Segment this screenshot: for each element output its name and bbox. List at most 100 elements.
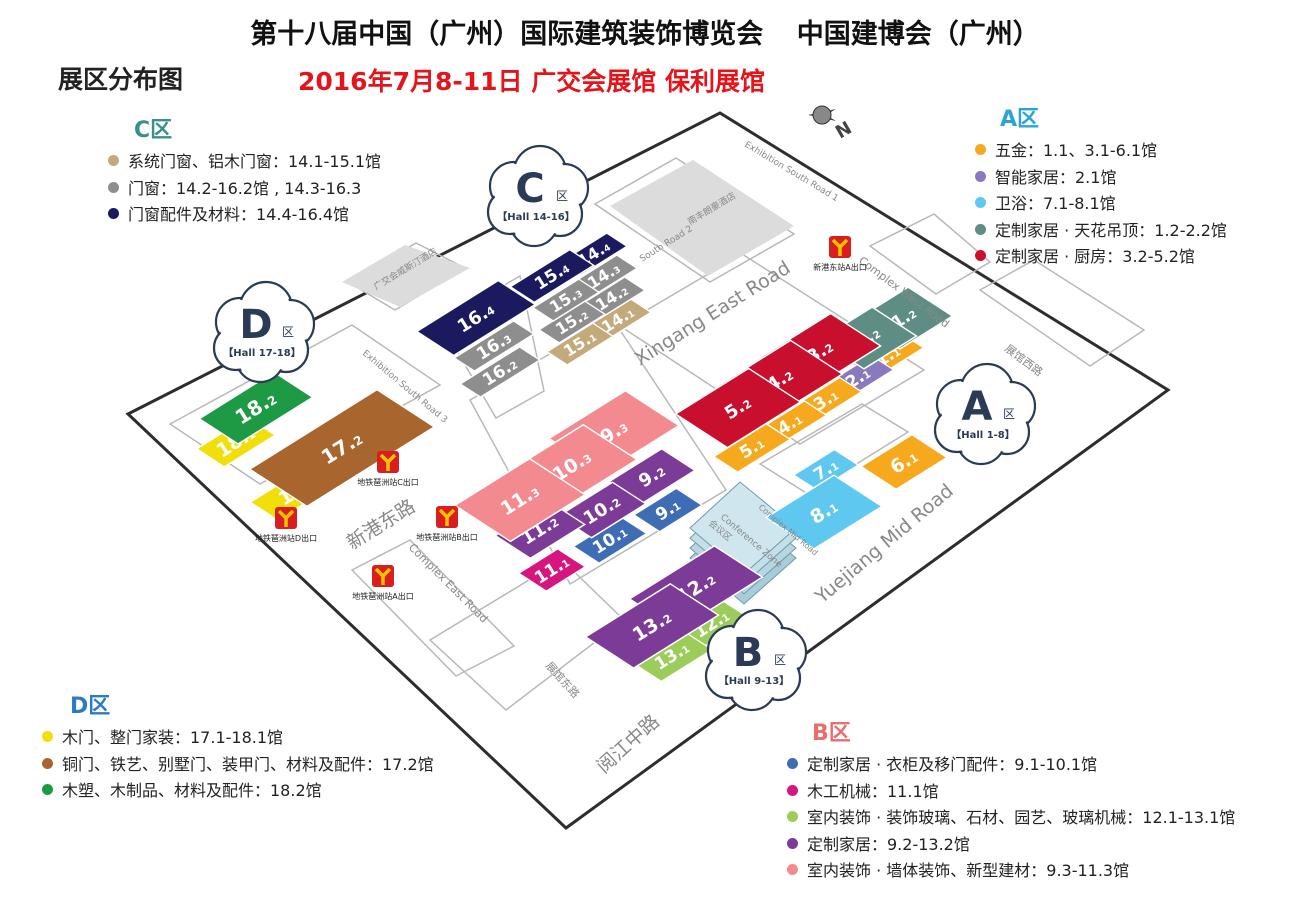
hall-block	[248, 388, 436, 508]
legend-label: 木塑、木制品、材料及配件：18.2馆	[62, 781, 322, 800]
compass: N	[808, 105, 856, 143]
legend-item: 系统门窗、铝木门窗：14.1-15.1馆	[108, 149, 381, 176]
legend-swatch	[787, 758, 798, 769]
legend-swatch	[975, 223, 986, 235]
legend-swatch	[975, 250, 986, 261]
legend-swatch	[787, 784, 798, 796]
legend-swatch	[108, 155, 119, 166]
legend-item: 门窗配件及材料：14.4-16.4馆	[108, 202, 381, 229]
legend-item: 五金：1.1、3.1-6.1馆	[975, 138, 1227, 165]
hall-11-3[interactable]: 11.3	[453, 457, 587, 543]
hall-16-4[interactable]: 16.4	[415, 279, 537, 357]
legend-label: 智能家居：2.1馆	[995, 167, 1117, 187]
legend-item: 木塑、木制品、材料及配件：18.2馆	[42, 778, 434, 805]
hall-block	[508, 248, 596, 304]
intl-hotel-block	[342, 245, 470, 307]
legend-swatch	[108, 181, 119, 193]
legend-item: 定制家居 · 衣柜及移门配件：9.1-10.1馆	[787, 752, 1235, 779]
map-subtitle: 展区分布图	[58, 65, 184, 94]
hall-block	[415, 279, 537, 357]
metro-exit-4: 地铁琶洲站D出口	[255, 507, 317, 543]
metro-exit-label: 地铁琶洲站C出口	[357, 477, 419, 487]
hall-13-2[interactable]: 13.2	[584, 583, 720, 669]
legend-label: 卫浴：7.1-8.1馆	[995, 194, 1116, 213]
hall-15-1[interactable]: 15.1	[545, 322, 615, 366]
hall-8-1[interactable]: 8.1	[764, 474, 884, 550]
legend-label: 系统门窗、铝木门窗：14.1-15.1馆	[128, 152, 382, 171]
legend-swatch	[42, 784, 53, 795]
zone-suffix: 区	[282, 325, 294, 339]
legend-item: 木工机械：11.1馆	[787, 779, 1235, 806]
zone-hall-range: 【Hall 14-16】	[497, 210, 574, 223]
legend-item: 室内装饰 · 墙体装饰、新型建材：9.3-11.3馆	[787, 858, 1235, 885]
hall-block	[545, 322, 615, 366]
title-expo-name: 第十八届中国（广州）国际建筑装饰博览会	[250, 19, 764, 50]
legend-item: 室内装饰 · 装饰玻璃、石材、园艺、玻璃机械：12.1-13.1馆	[787, 805, 1235, 832]
hall-block	[859, 433, 949, 491]
legend-title-c: C区	[134, 118, 173, 143]
legend-swatch	[787, 811, 798, 822]
zone-letter: D	[239, 302, 272, 348]
zone-letter: A	[962, 384, 993, 430]
legend-swatch	[787, 837, 798, 849]
legend-swatch	[975, 170, 986, 182]
legend-swatch	[108, 208, 119, 219]
zone-letter: C	[515, 166, 544, 212]
legend-swatch	[787, 864, 798, 875]
metro-exit-label: 地铁琶洲站D出口	[255, 533, 317, 543]
metro-exit-1: 新港东站A出口	[813, 236, 867, 272]
metro-exit-label: 新港东站A出口	[813, 262, 866, 272]
legend-zone-b: B区 定制家居 · 衣柜及移门配件：9.1-10.1馆木工机械：11.1馆室内装…	[787, 715, 1235, 885]
legend-label: 门窗配件及材料：14.4-16.4馆	[128, 205, 350, 224]
legend-item: 门窗：14.2-16.2馆 , 14.3-16.3	[108, 176, 381, 203]
legend-item: 智能家居：2.1馆	[975, 165, 1227, 192]
title-expo-short: 中国建博会（广州）	[796, 19, 1040, 50]
hall-9-1[interactable]: 9.1	[632, 487, 704, 533]
hall-block	[458, 345, 542, 399]
legend-label: 定制家居 · 天花吊顶：1.2-2.2馆	[995, 220, 1227, 240]
hall-block	[674, 367, 802, 449]
hall-block	[584, 583, 720, 669]
hall-block	[453, 457, 587, 543]
legend-label: 定制家居 · 厨房：3.2-5.2馆	[995, 247, 1195, 266]
metro-exit-label: 地铁琶洲站B出口	[416, 532, 478, 542]
hall-18-2[interactable]: 18.2	[197, 371, 315, 445]
legend-b-list: 定制家居 · 衣柜及移门配件：9.1-10.1馆木工机械：11.1馆室内装饰 ·…	[787, 752, 1235, 885]
legend-label: 定制家居：9.2-13.2馆	[807, 834, 970, 854]
legend-zone-c: C区 系统门窗、铝木门窗：14.1-15.1馆门窗：14.2-16.2馆 , 1…	[108, 112, 381, 229]
halls-layer: 1.11.22.12.23.13.24.14.25.15.26.17.18.19…	[195, 232, 954, 683]
metro-exit-2: 地铁琶洲站C出口	[357, 451, 419, 487]
zone-suffix: 区	[774, 653, 786, 667]
metro-exit-label: 地铁琶洲站A出口	[352, 591, 413, 601]
zone-hall-range: 【Hall 17-18】	[223, 346, 300, 359]
hall-block	[452, 319, 536, 373]
legend-title-d: D区	[70, 694, 111, 719]
hotel-block	[610, 160, 794, 276]
metro-exit-3: 地铁琶洲站B出口	[416, 506, 478, 542]
legend-zone-a: A区 五金：1.1、3.1-6.1馆智能家居：2.1馆卫浴：7.1-8.1馆定制…	[975, 101, 1227, 271]
hall-6-1[interactable]: 6.1	[859, 433, 949, 491]
legend-swatch	[42, 731, 53, 742]
zone-hall-range: 【Hall 9-13】	[719, 674, 789, 687]
legend-d-list: 木门、整门家装：17.1-18.1馆铜门、铁艺、别墅门、装甲门、材料及配件：17…	[42, 725, 434, 805]
legend-zone-d: D区 木门、整门家装：17.1-18.1馆铜门、铁艺、别墅门、装甲门、材料及配件…	[42, 688, 434, 805]
event-dates: 2016年7月8-11日 广交会展馆 保利展馆	[298, 67, 765, 96]
legend-label: 室内装饰 · 墙体装饰、新型建材：9.3-11.3馆	[807, 861, 1130, 880]
hall-5-1[interactable]: 5.1	[712, 422, 792, 474]
legend-a-list: 五金：1.1、3.1-6.1馆智能家居：2.1馆卫浴：7.1-8.1馆定制家居 …	[975, 138, 1227, 271]
hall-11-1[interactable]: 11.1	[517, 547, 587, 593]
legend-item: 卫浴：7.1-8.1馆	[975, 191, 1227, 218]
conference-zone: Conference Zone 会议区	[689, 481, 797, 605]
page-title: 第十八届中国（广州）国际建筑装饰博览会 中国建博会（广州）	[0, 12, 1290, 51]
hall-block	[632, 487, 704, 533]
hall-17-2[interactable]: 17.2	[248, 388, 436, 508]
hall-5-2[interactable]: 5.2	[674, 367, 802, 449]
legend-label: 室内装饰 · 装饰玻璃、石材、园艺、玻璃机械：12.1-13.1馆	[807, 808, 1236, 827]
